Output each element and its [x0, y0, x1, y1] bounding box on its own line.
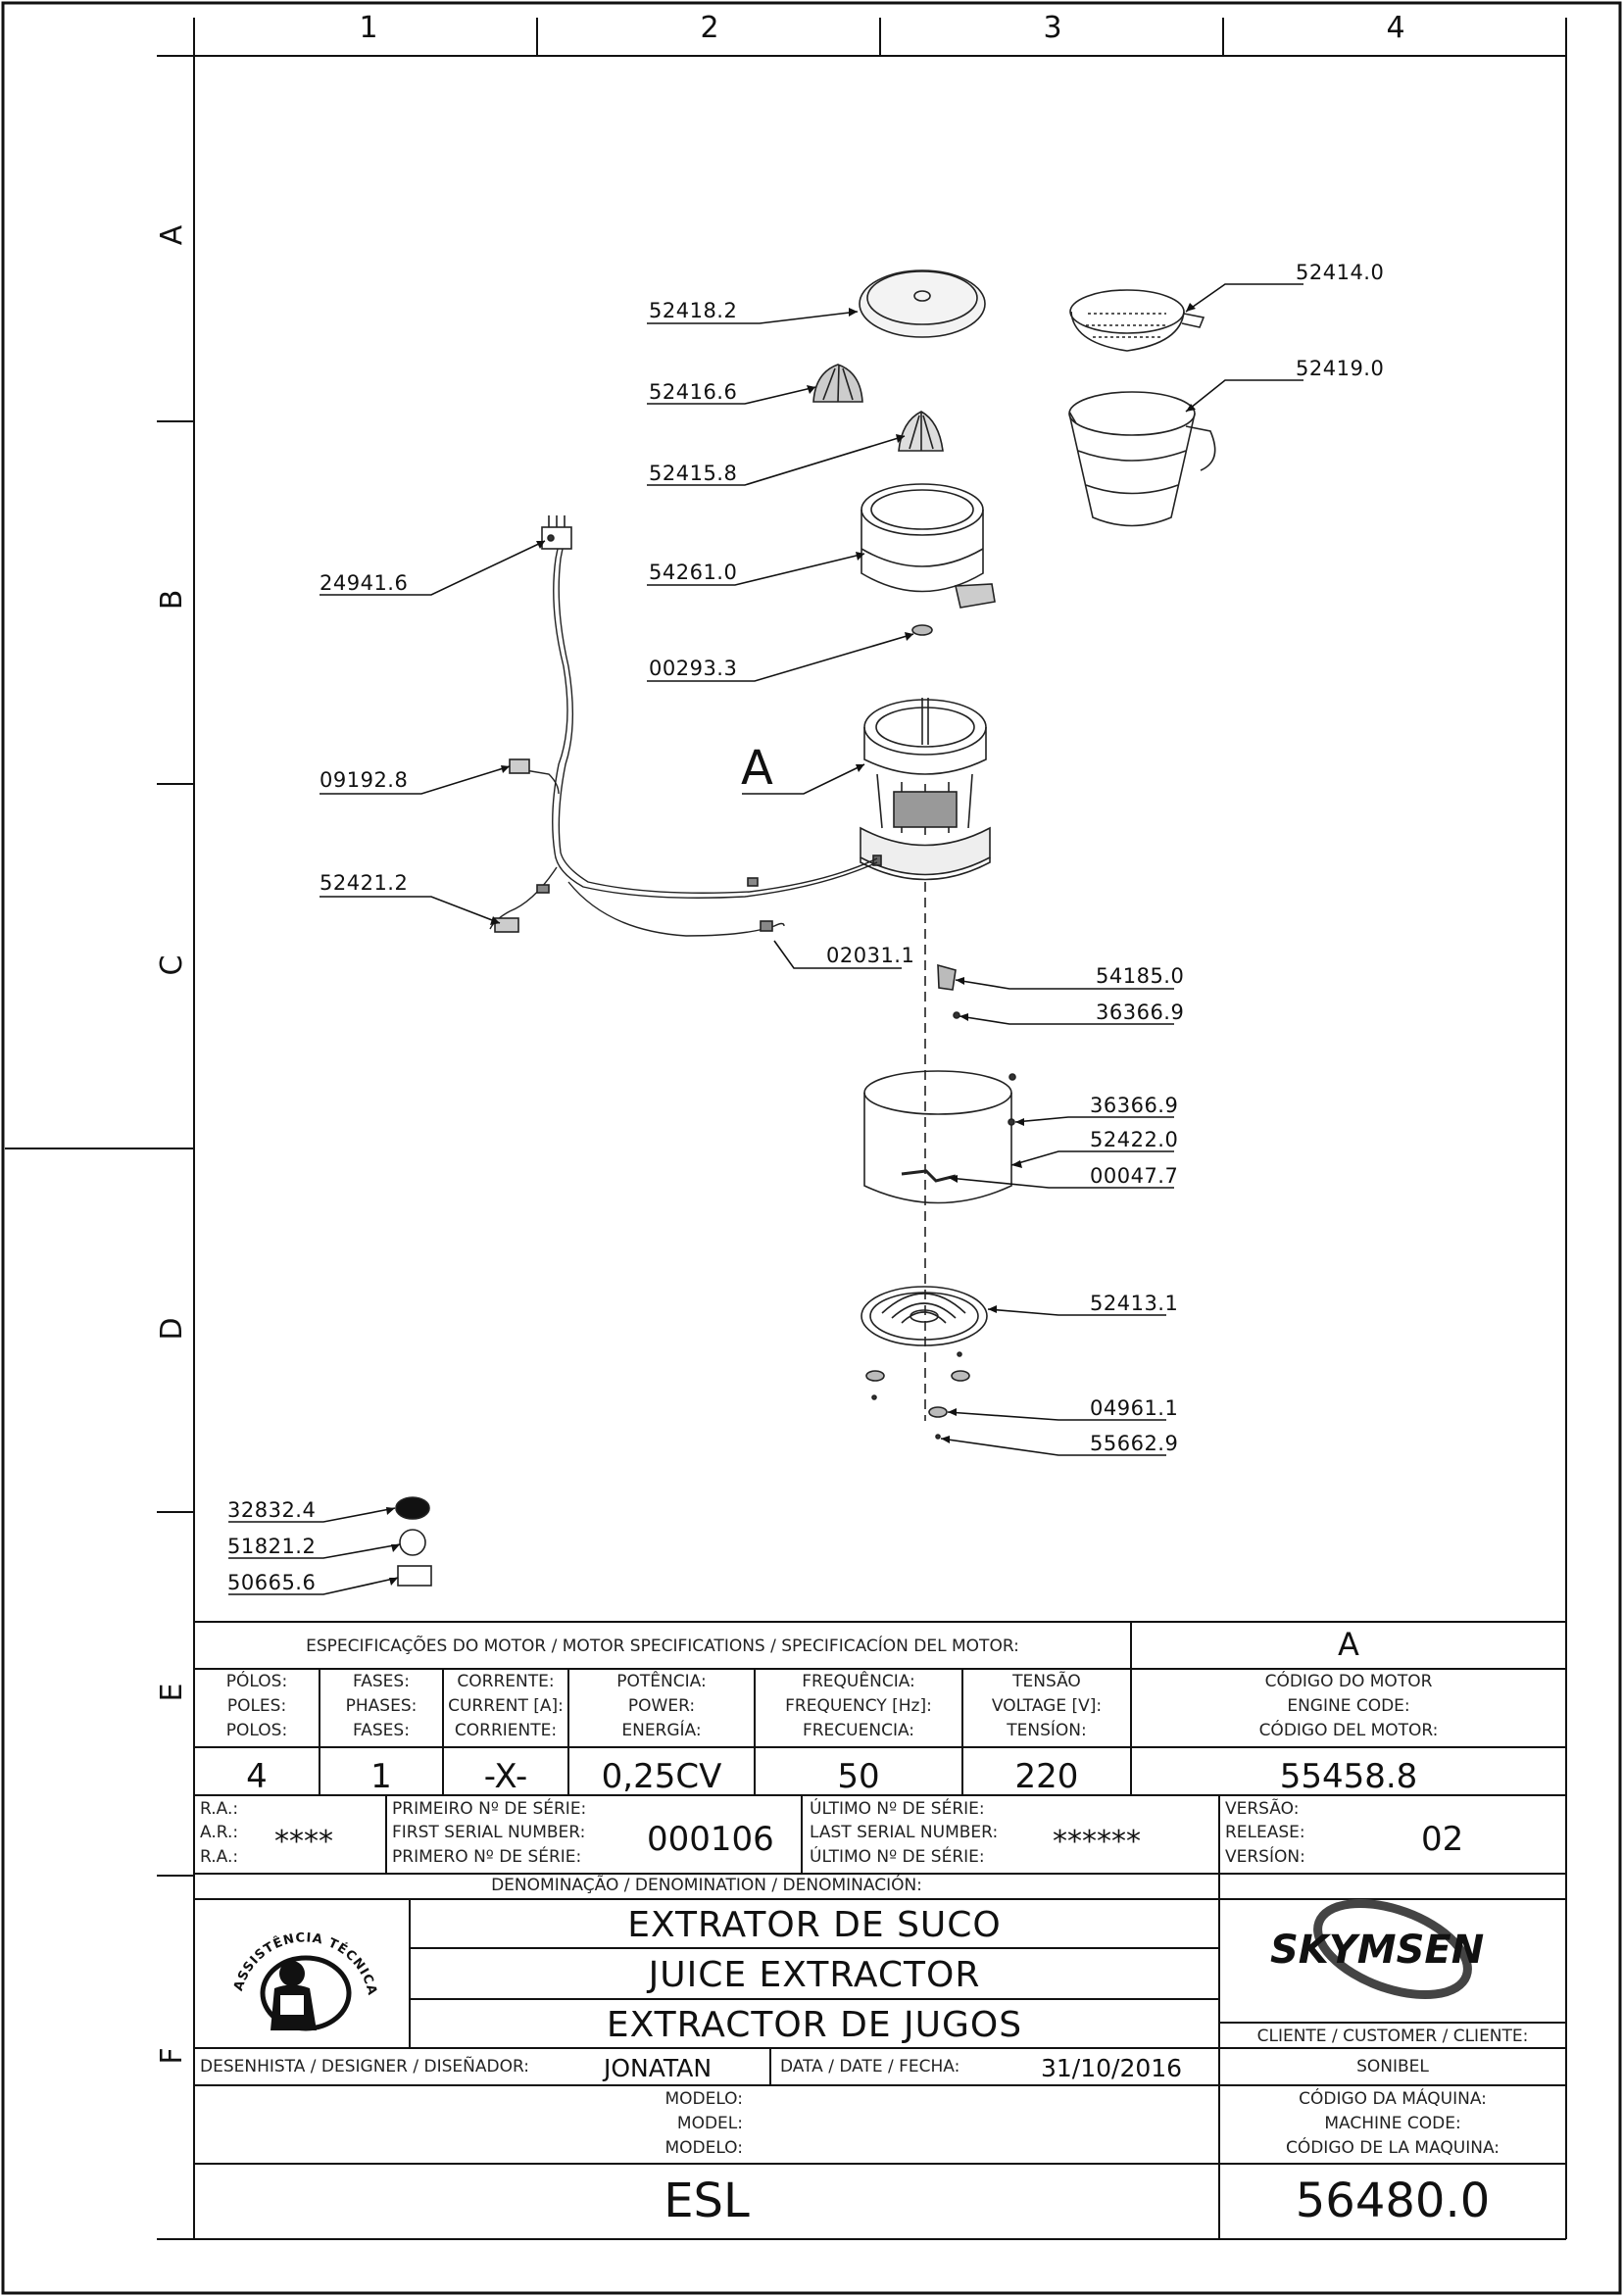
part-label: 54261.0 [649, 561, 738, 584]
date-label: DATA / DATE / FECHA: [780, 2057, 960, 2076]
motor-code-header: A [1338, 1626, 1359, 1663]
zone-row-e: E [155, 1683, 189, 1702]
zone-column-4: 4 [1386, 11, 1405, 45]
model-value: ESL [664, 2174, 750, 2228]
part-label: 51821.2 [227, 1535, 317, 1558]
authorized-service-stamp-logo: ASSISTÊNCIA TÉCNICA AUTORIZADA [223, 1905, 379, 2031]
part-label: 52421.2 [320, 871, 409, 895]
zone-row-b: B [155, 589, 189, 611]
denomination-pt: EXTRATOR DE SUCO [627, 1905, 1002, 1945]
zone-column-2: 2 [700, 11, 719, 45]
customer-label: CLIENTE / CUSTOMER / CLIENTE: [1256, 2027, 1529, 2046]
designer-value: JONATAN [604, 2054, 713, 2082]
part-label: 50665.6 [227, 1571, 317, 1594]
part-label: 24941.6 [320, 571, 409, 595]
part-label: 36366.9 [1096, 1001, 1185, 1024]
part-label: 52415.8 [649, 462, 738, 485]
part-label: 52416.6 [649, 380, 738, 404]
part-label: 52419.0 [1296, 357, 1385, 380]
customer-value: SONIBEL [1356, 2057, 1429, 2076]
zone-row-a: A [155, 224, 189, 246]
zone-row-c: C [155, 954, 189, 976]
denomination-en: JUICE EXTRACTOR [648, 1955, 981, 1995]
part-label: 55662.9 [1090, 1432, 1179, 1455]
part-label: 00293.3 [649, 657, 738, 680]
part-label: 36366.9 [1090, 1094, 1179, 1117]
part-label: 32832.4 [227, 1498, 317, 1522]
designer-label: DESENHISTA / DESIGNER / DISEÑADOR: [200, 2057, 529, 2076]
machine-code-value: 56480.0 [1295, 2174, 1491, 2228]
part-label: 52414.0 [1296, 261, 1385, 284]
part-label: 02031.1 [826, 944, 915, 967]
motor-spec-header: ESPECIFICAÇÕES DO MOTOR / MOTOR SPECIFIC… [306, 1637, 1019, 1656]
skymsen-brand-logo: SKYMSEN [1270, 1899, 1484, 1999]
zone-column-1: 1 [359, 11, 378, 45]
zone-row-d: D [155, 1317, 189, 1341]
date-value: 31/10/2016 [1041, 2054, 1183, 2082]
callout-a: A [741, 741, 773, 796]
part-label: 54185.0 [1096, 964, 1185, 988]
part-label: 00047.7 [1090, 1164, 1179, 1188]
denomination-es: EXTRACTOR DE JUGOS [606, 2005, 1023, 2045]
part-label: 52418.2 [649, 299, 738, 322]
svg-text:SKYMSEN: SKYMSEN [1270, 1928, 1484, 1973]
zone-column-3: 3 [1043, 11, 1062, 45]
zone-row-f: F [155, 2047, 189, 2065]
denomination-header: DENOMINAÇÃO / DENOMINATION / DENOMINACIÓ… [491, 1876, 922, 1895]
part-label: 52422.0 [1090, 1128, 1179, 1151]
part-label: 09192.8 [320, 768, 409, 792]
part-label: 04961.1 [1090, 1396, 1179, 1420]
part-label: 52413.1 [1090, 1292, 1179, 1315]
svg-text:ASSISTÊNCIA TÉCNICA AUTORIZADA: ASSISTÊNCIA TÉCNICA AUTORIZADA [223, 1905, 379, 1997]
